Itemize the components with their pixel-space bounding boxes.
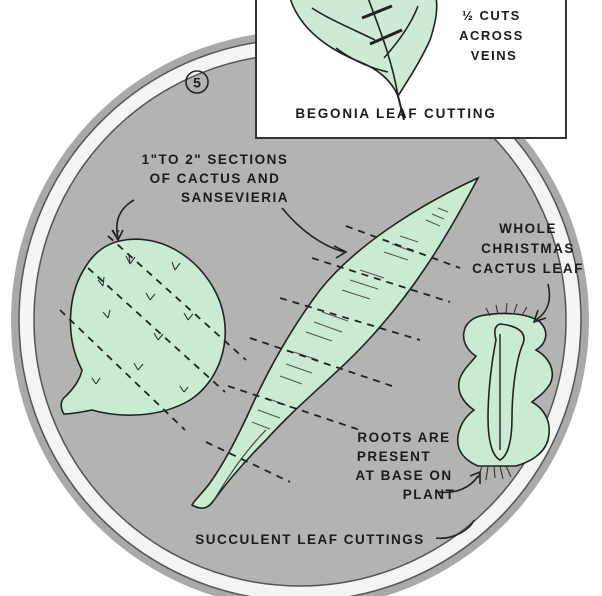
christmas-cactus-label: WHOLE CHRISTMAS CACTUS LEAF (462, 219, 594, 279)
inset-cut-note-line: ½ CUTS (462, 8, 521, 23)
caption: SUCCULENT LEAF CUTTINGS (195, 532, 425, 547)
inset-caption: BEGONIA LEAF CUTTING (295, 106, 496, 121)
christmas-cactus-label-line: WHOLE (462, 219, 594, 239)
inset-cut-note-line: ACROSS (459, 28, 524, 43)
roots-label-line: AT BASE ON (334, 466, 474, 485)
begonia-inset: ½ CUTS ACROSS VEINS BEGONIA LEAF CUTTING (256, 0, 566, 138)
sections-label-line: 1"TO 2" SECTIONS (110, 150, 320, 169)
inset-cut-note-line: VEINS (471, 48, 518, 63)
step-number: 5 (193, 75, 201, 91)
sections-label-line: SANSEVIERIA (110, 188, 320, 207)
sections-label: 1"TO 2" SECTIONS OF CACTUS AND SANSEVIER… (110, 150, 320, 207)
roots-label: ROOTS ARE PRESENT AT BASE ON PLANT (334, 428, 474, 504)
sections-label-line: OF CACTUS AND (110, 169, 320, 188)
christmas-cactus-label-line: CACTUS LEAF (462, 259, 594, 279)
roots-label-line: ROOTS ARE (334, 428, 474, 447)
christmas-cactus-label-line: CHRISTMAS (462, 239, 594, 259)
roots-label-line: PLANT (334, 485, 474, 504)
roots-label-line: PRESENT (334, 447, 474, 466)
